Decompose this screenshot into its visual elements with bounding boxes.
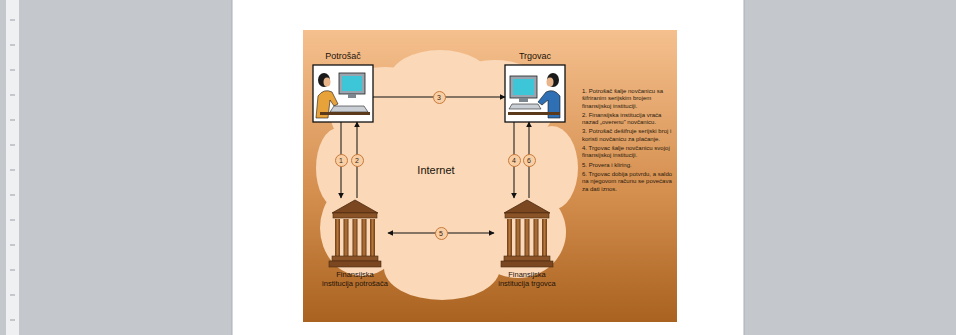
label-group: Internet [410, 164, 462, 177]
callout-number: 6 [523, 154, 536, 167]
party-node: Potrošač [313, 51, 373, 122]
step-note: 2. Finansijska institucija vraća nazad „… [582, 112, 674, 127]
node-heading: Potrošač [325, 51, 361, 62]
callout-number: 2 [351, 154, 364, 167]
node-heading: Trgovac [519, 51, 551, 62]
bank-node: Finansijska institucija trgovca [494, 198, 560, 289]
party-node: Trgovac [505, 51, 565, 122]
node-label: Finansijska institucija potrošača [322, 271, 388, 289]
callout-number: 3 [433, 91, 446, 104]
step-note: 4. Trgovac šalje novčanicu svojoj finans… [582, 145, 674, 160]
step-note: 5. Provera i kliring. [582, 162, 674, 169]
network-label: Internet [410, 164, 462, 177]
bank-node: Finansijska institucija potrošača [322, 198, 388, 289]
callout-number: 1 [335, 154, 348, 167]
callout-number: 4 [508, 154, 521, 167]
step-note: 6. Trgovac dobija potvrdu, a saldo na nj… [582, 171, 674, 193]
step-note: 3. Potrošač dešifruje serijski broj i ko… [582, 128, 674, 143]
node-label: Finansijska institucija trgovca [494, 271, 560, 289]
step-note: 1. Potrošač šalje novčanicu sa šifrirani… [582, 88, 674, 110]
callout-number: 5 [435, 227, 448, 240]
step-list: 1. Potrošač šalje novčanicu sa šifrirani… [582, 88, 674, 195]
